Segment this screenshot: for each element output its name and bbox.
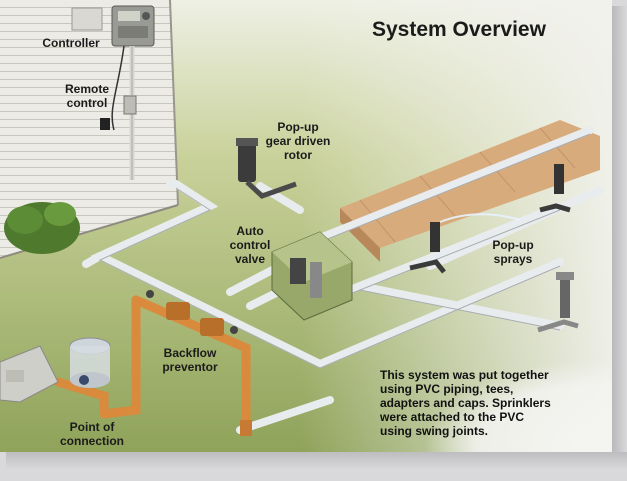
backflow-fittings <box>146 290 252 436</box>
irrigation-illustration <box>0 0 612 452</box>
diagram-title: System Overview <box>372 18 546 41</box>
shrub <box>4 202 80 254</box>
gear-driven-rotor <box>236 138 297 199</box>
note-fade <box>300 300 612 452</box>
label-auto-valve: Auto control valve <box>229 224 271 266</box>
remote-control-unit <box>100 95 137 130</box>
valve-box <box>271 231 353 321</box>
system-note: This system was put together using PVC p… <box>380 368 551 438</box>
popup-spray-2 <box>539 164 571 213</box>
label-backflow: Backflow preventor <box>162 346 218 374</box>
label-controller: Controller <box>42 36 100 50</box>
popup-spray-1 <box>409 213 521 274</box>
frame-shadow-right <box>612 6 627 458</box>
label-remote-control: Remote control <box>64 82 109 110</box>
frame-shadow-bottom <box>6 452 627 481</box>
illustration-frame: System Overview Controller Remote contro… <box>0 0 612 452</box>
meter-box <box>0 337 111 403</box>
label-rotor: Pop-up gear driven rotor <box>265 120 331 162</box>
label-point-of-connection: Point of connection <box>59 420 124 448</box>
label-popup-sprays: Pop-up sprays <box>492 238 534 266</box>
